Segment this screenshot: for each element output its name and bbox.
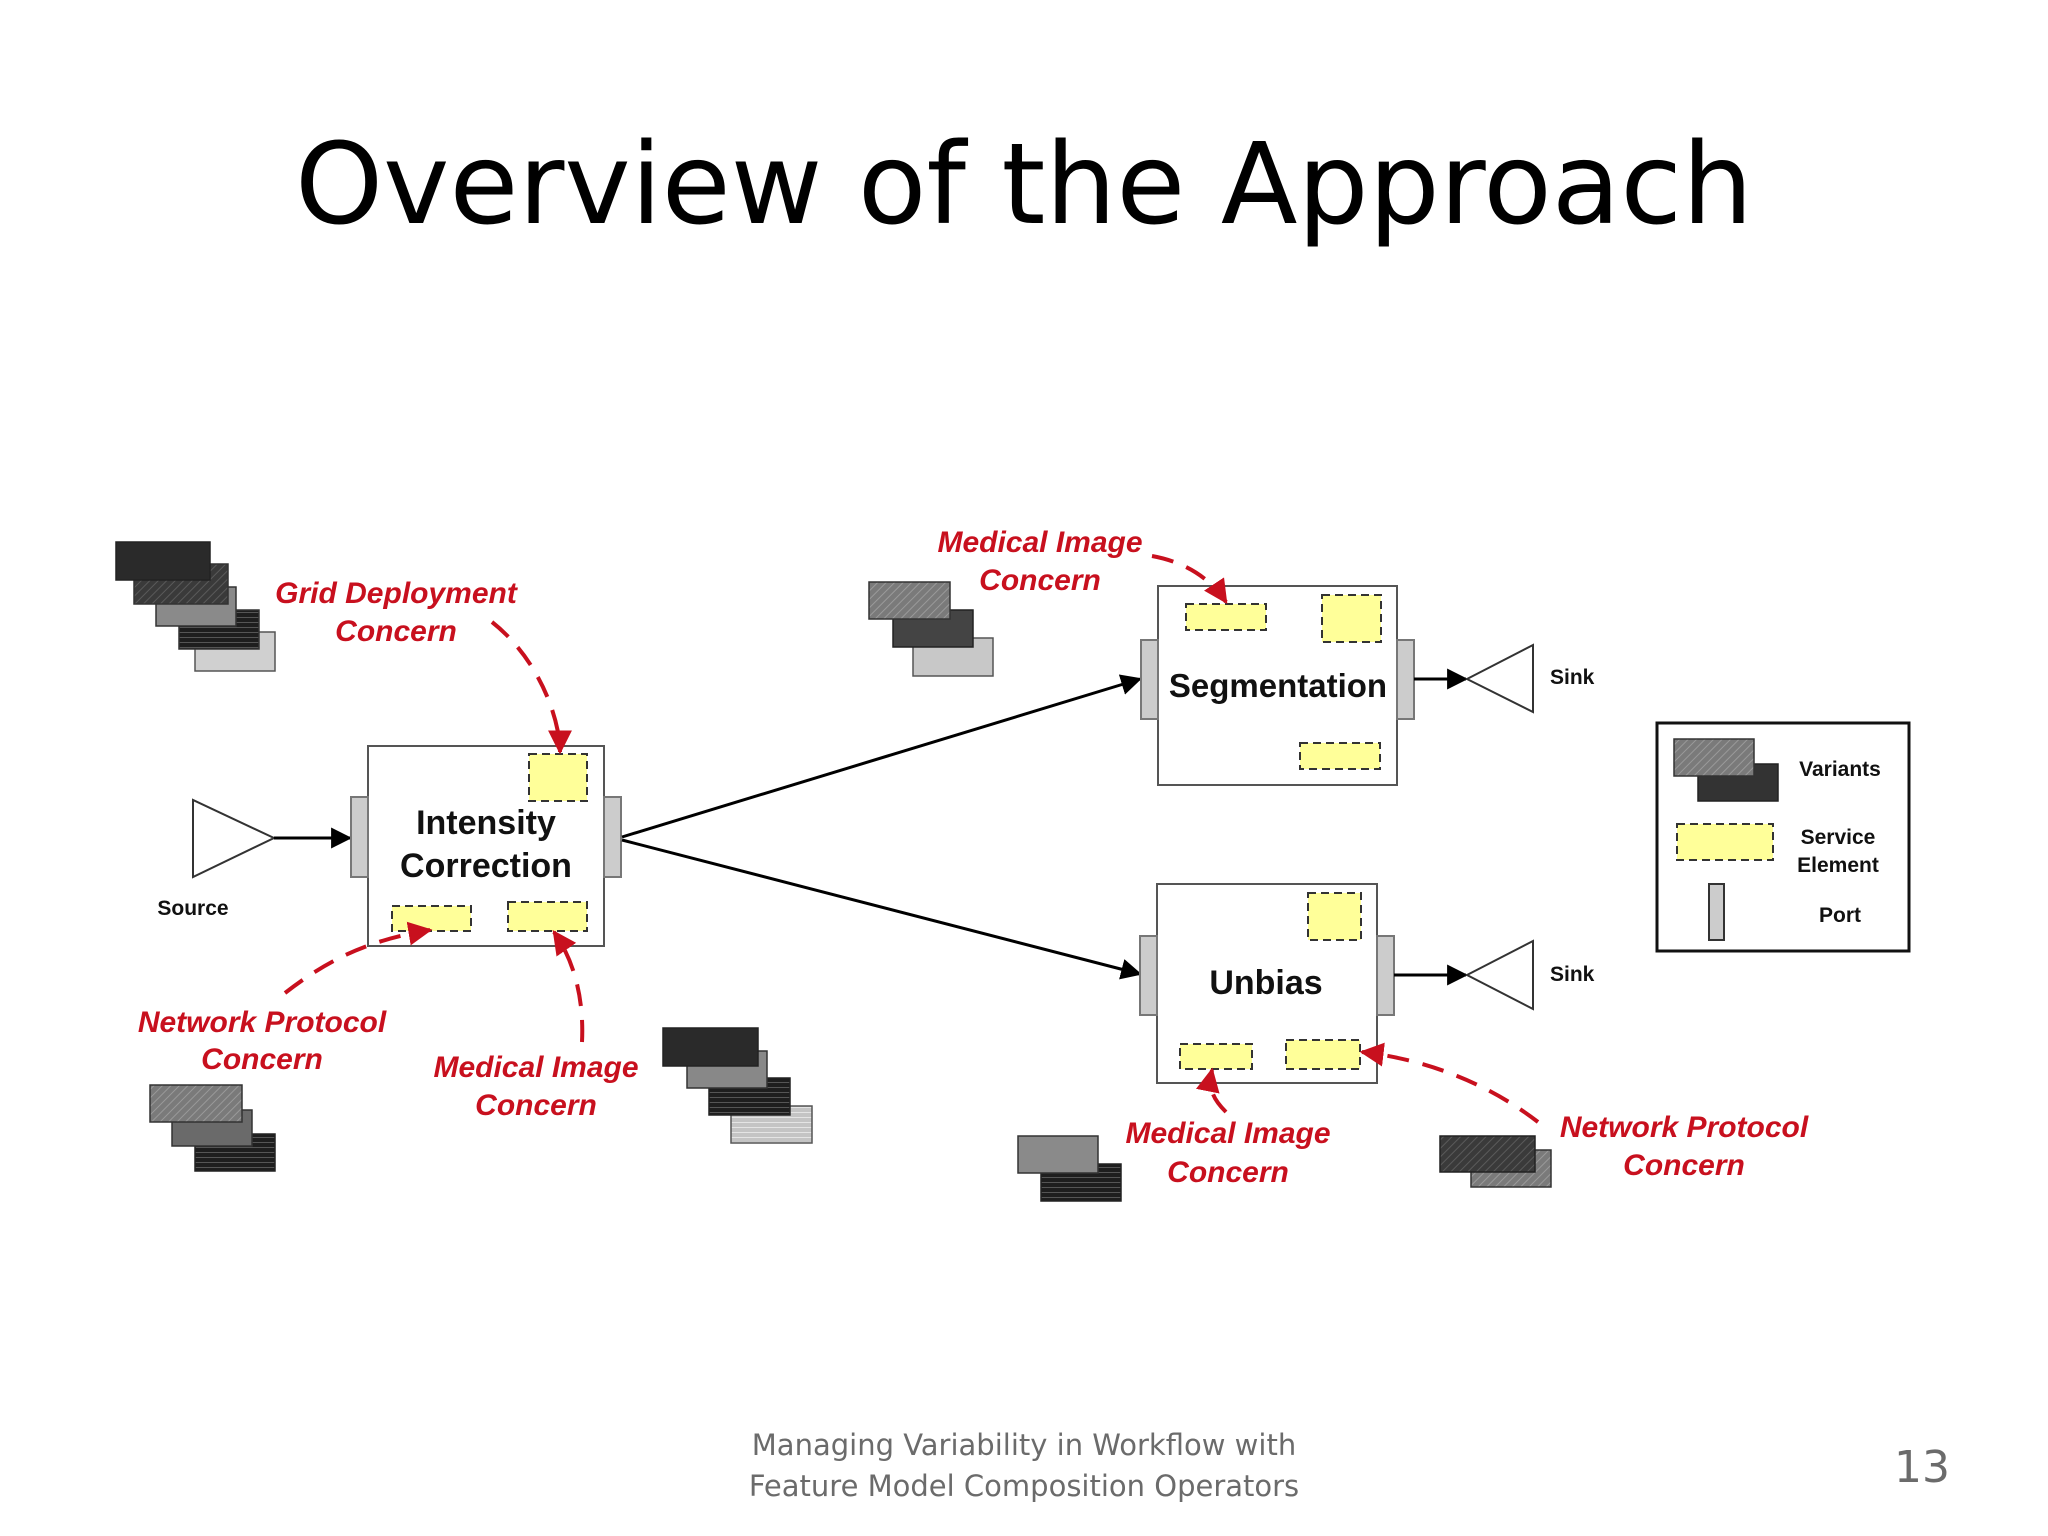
sink-bottom-label: Sink [1550, 963, 1595, 986]
variants-stack-network-right [1439, 1135, 1552, 1188]
svg-text:Concern: Concern [335, 615, 457, 648]
unbias-label: Unbias [1209, 964, 1322, 1002]
source-label: Source [157, 897, 228, 920]
svg-text:Network Protocol: Network Protocol [1560, 1111, 1809, 1144]
service-element [507, 901, 588, 932]
port-in [1140, 639, 1159, 720]
medical-image-concern-left: Medical Image Concern [433, 930, 639, 1122]
flow-arrow-to-unbias [621, 838, 1143, 980]
legend-service-line2: Element [1797, 854, 1879, 877]
svg-text:Concern: Concern [1623, 1149, 1745, 1182]
legend: Variants Service Element Port [1655, 721, 1911, 953]
svg-text:Medical Image: Medical Image [937, 526, 1142, 559]
slide-title: Overview of the Approach [295, 120, 1753, 250]
segmentation-label: Segmentation [1169, 667, 1387, 704]
source-node: Source [157, 798, 353, 920]
grid-deployment-concern: Grid Deployment Concern [275, 577, 572, 755]
legend-service-line1: Service [1801, 826, 1876, 849]
service-element [528, 753, 588, 802]
legend-port-label: Port [1819, 904, 1861, 927]
port-in [350, 796, 369, 878]
svg-text:Grid Deployment: Grid Deployment [275, 577, 519, 610]
variants-stack-medical-left [662, 1027, 813, 1144]
service-element [1179, 1043, 1253, 1070]
intensity-correction-service[interactable]: Intensity Correction [350, 745, 622, 947]
variants-stack-grid [115, 541, 276, 672]
svg-text:Concern: Concern [475, 1089, 597, 1122]
sink-triangle-icon [1464, 939, 1534, 1011]
service-element [1307, 892, 1362, 941]
unbias-service[interactable]: Unbias [1139, 883, 1395, 1084]
legend-variants-label: Variants [1799, 758, 1881, 781]
port-out [603, 796, 622, 878]
port-out [1396, 639, 1415, 720]
source-triangle-icon [192, 798, 277, 879]
svg-text:Concern: Concern [201, 1043, 323, 1076]
medical-image-concern-bottom: Medical Image Concern [1125, 1067, 1331, 1189]
intensity-label-line1: Intensity [416, 804, 556, 842]
variants-stack-medical-bottom [1017, 1135, 1122, 1202]
svg-text:Medical Image: Medical Image [1125, 1117, 1330, 1150]
network-protocol-concern-left: Network Protocol Concern [138, 921, 433, 1076]
page-number: 13 [1894, 1442, 1950, 1493]
variants-stack-network-left [149, 1084, 276, 1172]
footer-line2: Feature Model Composition Operators [748, 1469, 1300, 1503]
port-in [1139, 935, 1158, 1016]
service-element [1321, 594, 1382, 643]
network-protocol-concern-right: Network Protocol Concern [1359, 1042, 1809, 1182]
svg-text:Network Protocol: Network Protocol [138, 1006, 387, 1039]
service-element [1185, 603, 1267, 631]
sink-triangle-icon [1464, 643, 1534, 714]
sink-top-label: Sink [1550, 666, 1595, 689]
footer-line1: Managing Variability in Workflow with [751, 1428, 1297, 1462]
sink-bottom-node: Sink [1394, 939, 1595, 1011]
slide-footer: Managing Variability in Workflow with Fe… [0, 1425, 2048, 1507]
svg-text:Concern: Concern [979, 564, 1101, 597]
service-element [1299, 742, 1381, 770]
port-out [1376, 935, 1395, 1016]
sink-top-node: Sink [1414, 643, 1595, 714]
svg-text:Concern: Concern [1167, 1156, 1289, 1189]
intensity-label-line2: Correction [400, 847, 572, 885]
segmentation-service[interactable]: Segmentation [1140, 585, 1415, 786]
medical-image-concern-top: Medical Image Concern [937, 526, 1228, 604]
variants-stack-medical-top [868, 581, 994, 677]
service-element [1285, 1039, 1361, 1070]
legend-port-swatch [1708, 883, 1725, 941]
flow-arrow-to-segmentation [621, 674, 1143, 839]
legend-service-swatch [1676, 823, 1774, 861]
svg-text:Medical Image: Medical Image [433, 1051, 638, 1084]
service-element [391, 905, 472, 932]
